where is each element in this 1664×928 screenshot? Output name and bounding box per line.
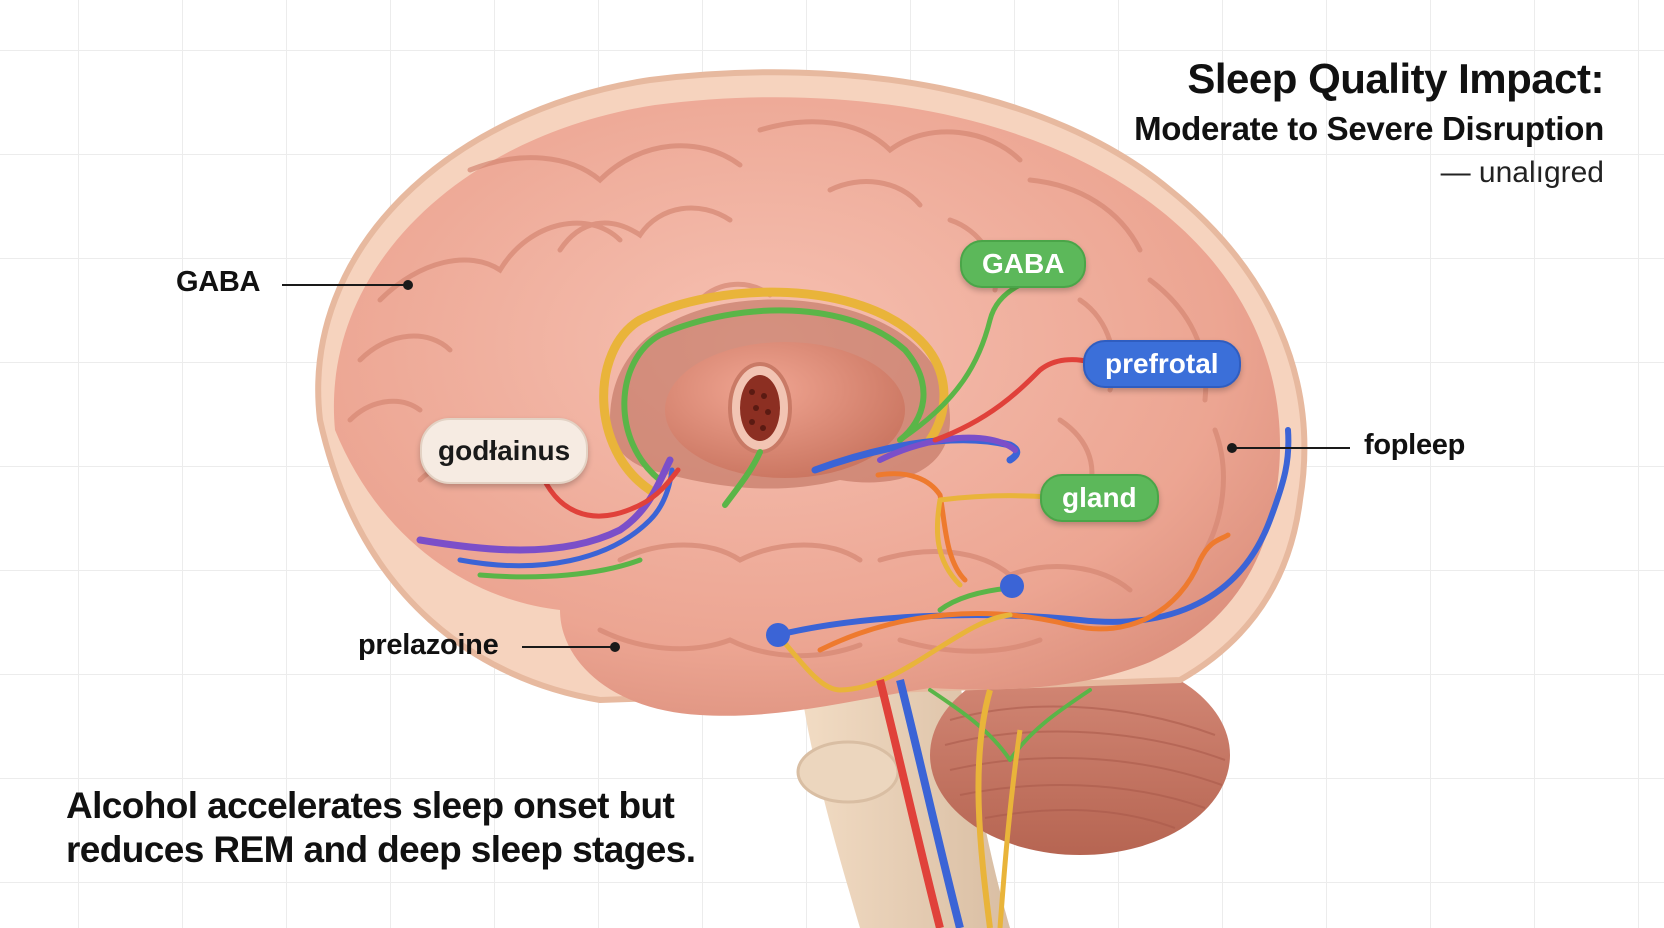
pathway-red-to-prefrotal (932, 357, 1093, 443)
pathway-green-to-gaba (897, 282, 1023, 443)
pathway-green-arc (621, 307, 927, 483)
caption: Alcohol accelerates sleep onset but redu… (66, 784, 746, 872)
pathway-yellow-drop (934, 497, 963, 588)
pill-gaba: GABA (960, 240, 1087, 288)
pathway-yellow-arc (599, 287, 949, 495)
title-tag: — unalıgred (1440, 156, 1604, 189)
pathway-node-left (766, 623, 790, 647)
leader-fopleep-dot (1227, 443, 1237, 453)
label-fopleep: fopleep (1364, 429, 1466, 461)
pathway-yellow-lower (775, 612, 1013, 693)
pineal-gland-core (740, 375, 780, 441)
caption-line-1: Alcohol accelerates sleep onset but (66, 785, 675, 826)
pill-prefrotal: prefrotal (1083, 340, 1241, 388)
pathway-node-right (1000, 574, 1024, 598)
title-main: Sleep Quality Impact: (1187, 55, 1604, 102)
pathway-blue-left (457, 467, 675, 569)
pill-gland: gland (1040, 474, 1159, 522)
leader-gaba-left-dot (403, 280, 413, 290)
leader-prelazoine-dot (610, 642, 620, 652)
pathway-green-stem (722, 449, 763, 508)
pathway-yellow-stem (975, 689, 993, 928)
pathway-blue-stem (896, 679, 964, 928)
label-prelazoine: prelazoine (358, 629, 499, 661)
pill-godlainus: godłainus (420, 418, 589, 484)
pathway-green-left (477, 557, 643, 580)
brain-stem-bulge (796, 740, 900, 804)
label-gaba-left: GABA (176, 266, 261, 298)
caption-line-2: reduces REM and deep sleep stages. (66, 829, 696, 870)
pineal-texture (749, 389, 771, 431)
pathway-orange-lower (817, 532, 1231, 653)
pathway-red-left (537, 467, 681, 519)
cerebellum (930, 655, 1230, 855)
title-sub: Moderate to Severe Disruption (1134, 110, 1604, 147)
pathway-orange-upper (875, 471, 968, 583)
pathway-purple-mid (877, 434, 1018, 463)
pathway-red-stem (876, 679, 944, 928)
pathway-yellow-stem-2 (997, 729, 1023, 928)
pathway-purple-left (416, 456, 674, 554)
title-block: Sleep Quality Impact: Moderate to Severe… (1134, 52, 1604, 194)
